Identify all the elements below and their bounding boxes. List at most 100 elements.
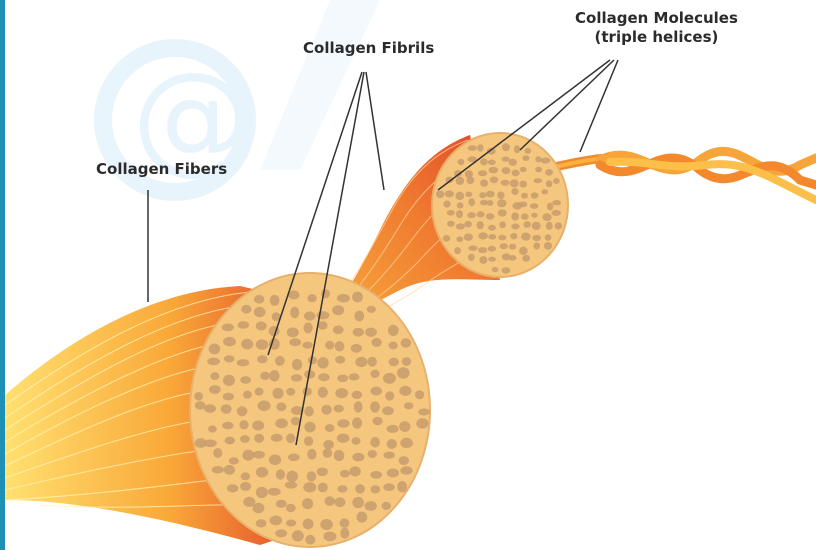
fibril-dot — [399, 456, 409, 465]
fibril-dot — [464, 233, 473, 240]
fibril-dot — [227, 484, 239, 492]
fibril-dot — [519, 247, 528, 255]
fibril-dot — [368, 357, 377, 367]
fibril-dot — [465, 170, 473, 178]
fibril-dot — [456, 210, 463, 218]
fibril-dot — [307, 294, 316, 302]
fibril-dot — [276, 500, 287, 508]
label-collagen-molecules-line1: Collagen Molecules — [575, 9, 738, 28]
fibril-dot — [523, 221, 531, 228]
fibril-dot — [334, 405, 344, 413]
fibril-dot — [532, 235, 541, 241]
fibril-dot — [489, 167, 499, 174]
fibril-dot — [502, 267, 511, 273]
fibril-dot — [254, 434, 264, 443]
fibril-dot — [465, 192, 472, 198]
fibril-dot — [531, 213, 537, 218]
fibril-dot — [288, 454, 300, 462]
fibril-dot — [404, 402, 413, 409]
fibril-dot — [318, 387, 328, 398]
fibril-dot — [352, 292, 363, 303]
fibril-dot — [303, 387, 312, 396]
fibril-dot — [269, 370, 279, 381]
fibril-dot — [204, 440, 217, 448]
fibril-dot — [352, 417, 362, 428]
fibril-dot — [252, 420, 264, 430]
fibril-dot — [270, 516, 283, 526]
fibril-dot — [352, 497, 364, 508]
fibril-dot — [510, 233, 517, 239]
fibril-dot — [286, 519, 296, 526]
fibril-dot — [497, 192, 504, 200]
fibril-dot — [318, 321, 328, 329]
fibril-dot — [303, 482, 316, 492]
fibril-dot — [223, 393, 234, 401]
fibril-dot — [256, 339, 269, 349]
fibril-dot — [269, 455, 281, 466]
fibril-dot — [303, 519, 314, 530]
fibril-dot — [355, 357, 367, 367]
fibril-dot — [530, 203, 539, 209]
fibril-dot — [222, 324, 234, 332]
fibril-dot — [397, 367, 410, 379]
fibril-dot — [543, 213, 552, 221]
fibril-dot — [370, 437, 380, 448]
fibril-dot — [286, 388, 295, 396]
fibril-dot — [352, 453, 364, 462]
fibril-dot — [555, 222, 563, 229]
fibril-dot — [468, 254, 475, 261]
fibril-dot — [337, 419, 349, 428]
fibril-dot — [242, 450, 254, 461]
fibril-dot — [389, 358, 399, 367]
fibril-dot — [318, 483, 328, 493]
fibril-dot — [478, 232, 488, 239]
fibril-dot — [276, 402, 286, 411]
fibril-dot — [304, 311, 315, 320]
fibril-dot — [287, 327, 299, 337]
fibril-dot — [334, 450, 345, 461]
fibril-dot — [213, 448, 222, 458]
fibril-dot — [502, 143, 510, 151]
fibril-dot — [546, 180, 553, 187]
fibril-dot — [385, 391, 394, 400]
fibril-dot — [323, 448, 333, 458]
fibril-dot — [371, 338, 381, 347]
fibril-dot — [357, 511, 368, 522]
fibril-dot — [223, 375, 235, 386]
fibril-dot — [207, 358, 220, 366]
fibril-dot — [477, 211, 485, 217]
fibril-dot — [384, 452, 395, 459]
fibril-dot — [241, 472, 251, 480]
fibril-dot — [487, 200, 494, 206]
fibril-dot — [355, 484, 365, 494]
fibril-dot — [241, 339, 253, 350]
fibril-dot — [351, 344, 362, 353]
fibril-dot — [195, 401, 206, 409]
fibril-dot — [370, 471, 382, 479]
fibril-dot — [238, 321, 250, 329]
fibril-dot — [255, 388, 264, 396]
fibril-dot — [254, 307, 266, 317]
fibril-dot — [511, 224, 519, 230]
fibril-dot — [275, 356, 285, 366]
fibril-dot — [457, 202, 464, 208]
fibril-dot — [488, 225, 496, 231]
fibril-dot — [275, 529, 287, 537]
fibril-dot — [288, 290, 299, 299]
fibril-dot — [352, 437, 361, 445]
fibril-dot — [373, 417, 383, 426]
fibril-dot — [522, 155, 529, 161]
fibril-dot — [367, 306, 376, 313]
fibril-dot — [325, 424, 335, 432]
fibril-dot — [268, 488, 281, 496]
fibril-dot — [502, 157, 510, 162]
fibril-dot — [477, 221, 484, 229]
fibril-dot — [544, 242, 552, 250]
fibril-dot — [304, 406, 314, 417]
fibril-dot — [271, 434, 283, 442]
fibril-dot — [208, 425, 217, 432]
fibril-dot — [547, 203, 553, 211]
fibril-dot — [501, 180, 510, 186]
fibril-dot — [256, 467, 268, 478]
